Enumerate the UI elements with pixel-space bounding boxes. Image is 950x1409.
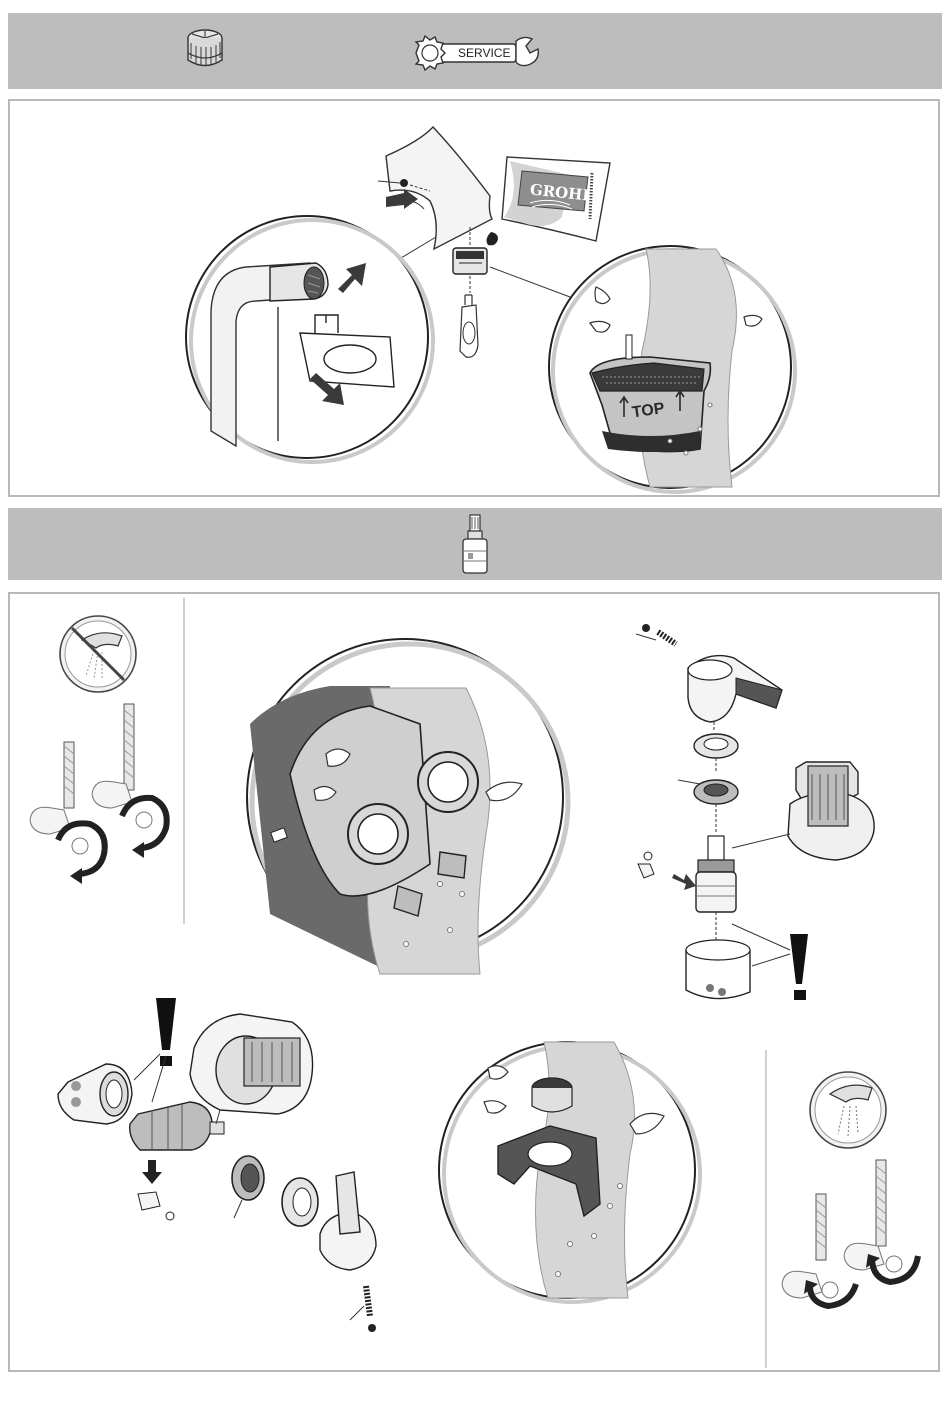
left-detail-circle xyxy=(186,216,433,462)
warning-mark-left xyxy=(156,998,176,1066)
cartridge-icon xyxy=(460,513,490,575)
warning-mark-right xyxy=(790,934,808,1000)
cartridge-replacement-panel xyxy=(8,592,940,1372)
clip-arrow xyxy=(672,874,696,890)
water-off-icon xyxy=(60,616,136,692)
right-detail-circle: TOP xyxy=(549,246,795,492)
exploded-cartridge-bottom xyxy=(58,1014,376,1332)
down-arrow xyxy=(142,1160,162,1184)
grohe-packet: GROHE xyxy=(502,157,610,241)
small-key-plate xyxy=(460,295,478,357)
aerator-cleaning-illustration: GROHE xyxy=(10,101,938,495)
key-ball xyxy=(400,179,408,187)
valves-closing-drawing xyxy=(30,704,167,884)
aerator-cleaning-panel: GROHE xyxy=(8,99,940,497)
cartridge-header-bar xyxy=(8,508,942,580)
cartridge-detail-circle xyxy=(247,639,568,974)
cartridge-replacement-illustration xyxy=(10,594,938,1370)
spout-drawing xyxy=(386,127,492,249)
service-label: SERVICE xyxy=(458,46,510,60)
aerator-icon xyxy=(183,27,227,73)
service-wrench-icon: SERVICE xyxy=(412,33,542,73)
exploded-handle-assembly xyxy=(636,624,874,999)
service-header-bar: SERVICE xyxy=(8,13,942,89)
water-on-icon xyxy=(810,1072,886,1148)
clip-detail-circle xyxy=(439,1042,700,1302)
small-aerator-insert xyxy=(453,248,487,274)
grease-drop xyxy=(487,232,498,245)
valves-opening-drawing xyxy=(782,1160,918,1306)
